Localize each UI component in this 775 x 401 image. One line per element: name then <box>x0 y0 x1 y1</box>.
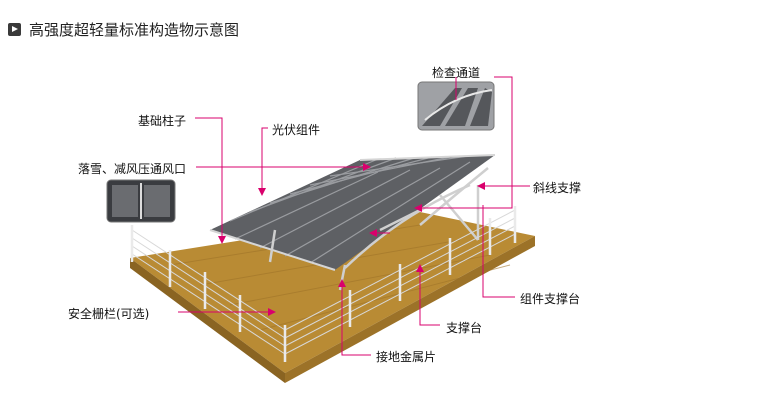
leader-lines <box>178 76 530 356</box>
leader-arrows <box>218 163 485 316</box>
play-icon <box>8 22 21 36</box>
label-inspection-channel: 检查通道 <box>432 66 481 80</box>
inspection-channel-inset <box>417 81 495 131</box>
fence-posts <box>130 206 517 362</box>
label-pv-module: 光伏组件 <box>272 123 321 137</box>
snow-vent-inset <box>106 179 176 223</box>
label-module-support-stand: 组件支撑台 <box>520 292 581 306</box>
pv-array <box>209 154 496 271</box>
label-support-stand: 支撑台 <box>446 321 483 335</box>
support-frame <box>268 167 489 291</box>
label-snow-vent: 落雪、减风压通风口 <box>78 162 187 176</box>
label-safety-fence: 安全栅栏(可选) <box>68 307 150 321</box>
ground-front <box>130 258 285 383</box>
label-ground-plate: 接地金属片 <box>376 350 437 364</box>
label-diagonal-brace: 斜线支撑 <box>533 181 582 195</box>
title-bar: 高强度超轻量标准构造物示意图 <box>8 18 239 40</box>
label-foundation-column: 基础柱子 <box>138 114 187 128</box>
ground-side <box>285 236 535 383</box>
page-title: 高强度超轻量标准构造物示意图 <box>29 20 240 39</box>
